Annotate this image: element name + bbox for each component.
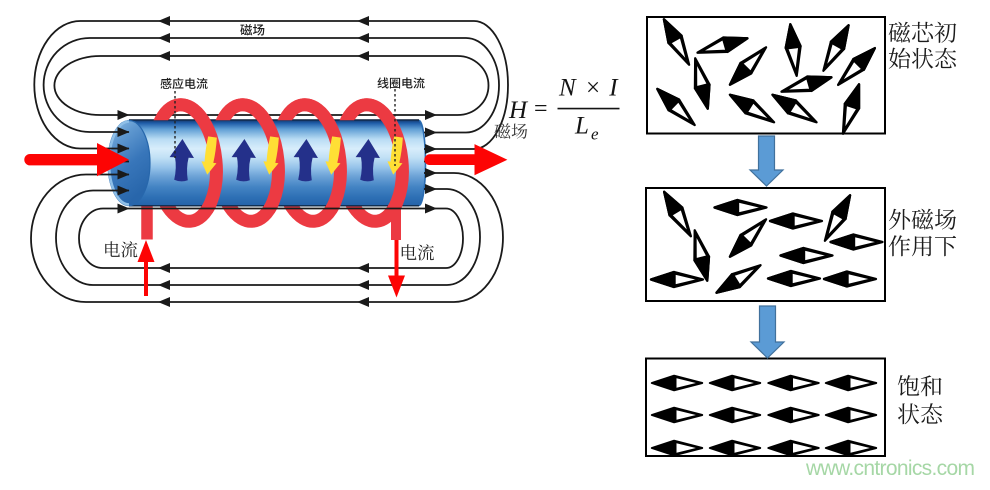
svg-text:H: H <box>508 97 529 124</box>
svg-text:L: L <box>574 113 589 140</box>
svg-text:www.cntronics.com: www.cntronics.com <box>805 457 975 480</box>
svg-text:N × I: N × I <box>558 75 619 102</box>
svg-text:e: e <box>591 125 599 144</box>
svg-text:=: = <box>534 96 548 122</box>
